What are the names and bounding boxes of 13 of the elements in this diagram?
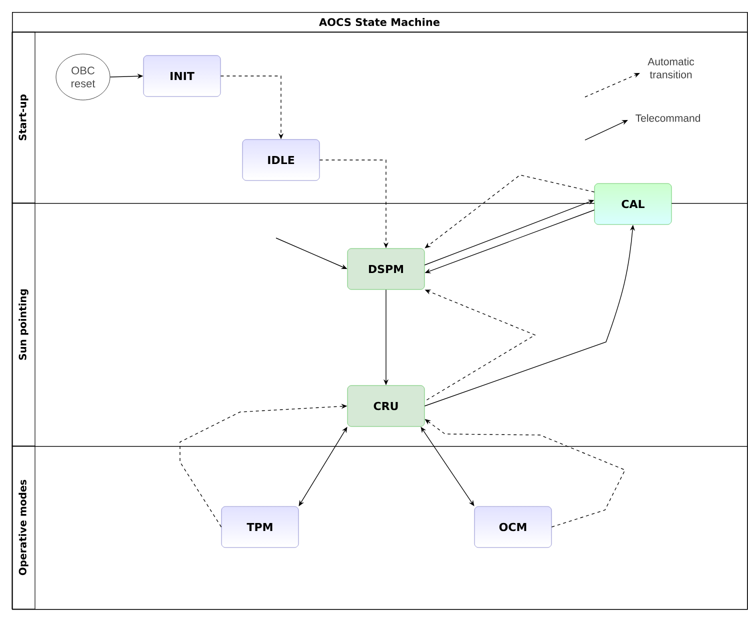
state-box: DSPM	[347, 248, 425, 290]
lane-header: Sun pointing	[12, 202, 36, 446]
state-box: INIT	[143, 55, 221, 97]
state-box: TPM	[221, 506, 299, 548]
lane-header: Operative modes	[12, 446, 36, 610]
title: AOCS State Machine	[319, 18, 440, 26]
state-box: IDLE	[242, 139, 320, 181]
lane-header: Start-up	[12, 32, 36, 204]
legend-label: Automatic transition	[648, 58, 694, 78]
state-box: CAL	[594, 183, 672, 225]
state-box: OCM	[474, 506, 552, 548]
state-box: CRU	[347, 385, 425, 427]
legend-label: Telecommand	[636, 114, 700, 122]
